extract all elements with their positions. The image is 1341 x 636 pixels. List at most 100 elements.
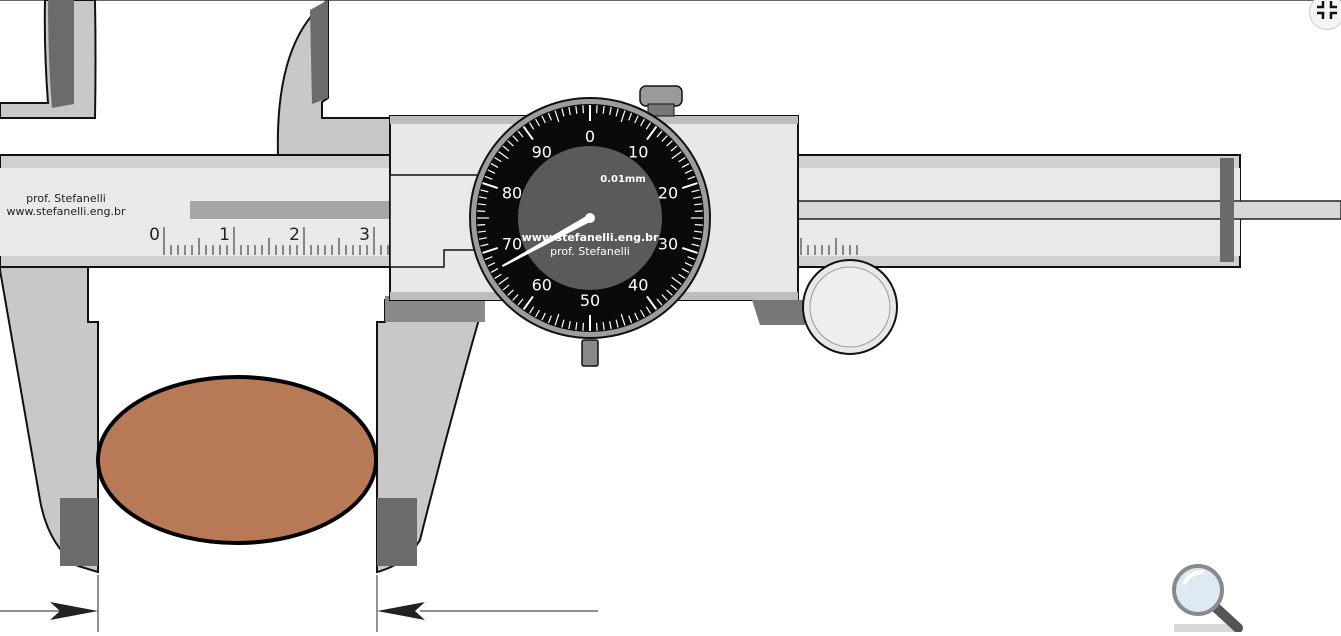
dial-tick — [528, 122, 535, 130]
dial-tick — [693, 237, 702, 240]
dial-tick — [687, 175, 696, 180]
dial-tick — [535, 118, 540, 127]
dial-tick — [602, 105, 605, 114]
dial-tick — [694, 210, 703, 213]
main-scale-label: 3 — [359, 225, 370, 245]
dial-tick — [512, 135, 519, 142]
dial-tick — [691, 189, 700, 193]
dial-tick — [687, 256, 696, 261]
dial-tick — [684, 262, 693, 267]
fullscreen-button[interactable] — [1309, 0, 1341, 30]
dial-tick — [575, 322, 578, 331]
left-arrow — [50, 602, 98, 620]
dial-number: 60 — [532, 275, 552, 294]
rack-ticks — [800, 238, 858, 255]
dial-tick — [547, 112, 552, 121]
dial-tick — [646, 125, 658, 141]
dial-number: 80 — [502, 184, 522, 203]
dial-ticks — [477, 105, 703, 331]
dimension-markers — [0, 575, 598, 632]
dial-tick — [478, 237, 487, 240]
dial-tick — [666, 140, 673, 147]
dial-tick — [656, 130, 663, 138]
dial-tick — [694, 223, 703, 226]
dial-tick — [477, 230, 486, 233]
dial-tick — [484, 256, 493, 261]
main-scale-label: 0 — [149, 225, 160, 245]
dial-tick — [681, 247, 698, 254]
dial-tick — [671, 276, 682, 285]
dial-tick — [681, 182, 698, 189]
dial-tick — [595, 322, 598, 331]
dial-number: 20 — [658, 184, 678, 203]
dial-face-name: prof. Stefanelli — [550, 245, 630, 258]
dial-tick — [620, 110, 626, 123]
dial-tick — [480, 243, 489, 247]
dial-number: 0 — [585, 127, 595, 146]
dial-tick — [628, 112, 633, 121]
dial-number: 50 — [580, 291, 600, 310]
dial-number: 40 — [628, 275, 648, 294]
dial-tick — [507, 289, 514, 296]
dial-tick — [678, 273, 686, 280]
dial-tick — [554, 110, 560, 123]
dial-tick — [490, 163, 499, 168]
zoom-button[interactable] — [1168, 562, 1248, 633]
dial-tick — [628, 315, 633, 324]
dial-tick — [661, 294, 668, 301]
dial-tick — [646, 295, 658, 311]
dial-tick — [640, 118, 645, 127]
dial-number: 10 — [628, 143, 648, 162]
dial-tick — [541, 115, 546, 124]
dial-tick — [678, 156, 686, 163]
dial-tick — [477, 210, 486, 213]
credit-block: prof. Stefanelli www.stefanelli.eng.br — [0, 192, 132, 218]
dial-tick — [522, 295, 534, 311]
dial-tick — [670, 284, 678, 291]
dial-tick — [477, 223, 486, 226]
dial-tick — [634, 312, 639, 321]
dial-tick — [691, 243, 700, 247]
dial-tick — [615, 319, 619, 328]
dial-tick — [484, 175, 493, 180]
main-scale-label: 1 — [219, 225, 230, 245]
dial-tick — [498, 151, 509, 160]
dial-tick — [694, 230, 703, 233]
dial-tick — [490, 268, 499, 273]
dial-tick — [541, 312, 546, 321]
dial-tick — [670, 145, 678, 152]
dial-tick — [568, 106, 571, 115]
dial-tick — [482, 247, 499, 254]
exit-fullscreen-icon — [1317, 1, 1337, 19]
dial-resolution-label: 0.01mm — [600, 174, 646, 185]
dial-number: 70 — [502, 234, 522, 253]
dial-tick — [507, 140, 514, 147]
dial-tick — [502, 145, 510, 152]
dial-tick — [575, 105, 578, 114]
dial-tick — [547, 315, 552, 324]
dial-tick — [595, 105, 598, 114]
dial-tick — [609, 106, 612, 115]
magnifier-icon — [1172, 564, 1243, 633]
dial-tick — [666, 289, 673, 296]
dial-tick — [512, 294, 519, 301]
dial-tick — [661, 135, 668, 142]
dial-needle — [501, 214, 592, 268]
dial-tick — [671, 151, 682, 160]
dial-tick — [634, 115, 639, 124]
dial-tick — [640, 309, 645, 318]
dial-tick — [693, 196, 702, 199]
fixed-jaw — [0, 0, 99, 574]
dial-tick — [609, 321, 612, 330]
dial-hub — [585, 213, 595, 223]
dial-tick — [535, 309, 540, 318]
dial-tick — [494, 273, 502, 280]
dial-tick — [477, 203, 486, 206]
dial-tick — [681, 268, 690, 273]
dial-tick — [582, 322, 585, 331]
right-arrow — [377, 602, 425, 620]
dial-tick — [517, 130, 524, 138]
dial-tick — [602, 322, 605, 331]
